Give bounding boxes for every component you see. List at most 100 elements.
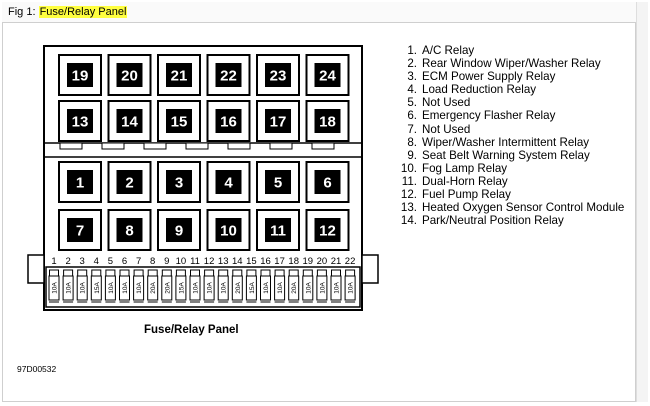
relay-slot: 13 (58, 100, 102, 142)
relay-number: 24 (319, 68, 336, 85)
fuse-cap (63, 269, 74, 277)
legend-text: Fog Lamp Relay (422, 161, 508, 175)
fuse-body (316, 275, 328, 301)
fuse: 10A (119, 269, 130, 303)
relay-label-box (67, 170, 93, 194)
fuse: 10A (344, 269, 356, 303)
figure-prefix: Fig 1: (8, 6, 36, 18)
relay-number: 18 (319, 114, 336, 131)
relay-label-box (67, 63, 93, 87)
relay-label-box (265, 63, 291, 87)
relay-label-box (116, 170, 143, 194)
fuse-cap (218, 269, 229, 277)
fuse-rating: 10A (207, 282, 214, 294)
fuse-rating: 10A (277, 282, 284, 294)
fuse-rating: 15A (178, 282, 185, 294)
legend-number: 8. (407, 135, 417, 149)
relay-slot: 3 (157, 161, 201, 203)
relay-label-box (215, 218, 242, 242)
legend-item: 7.Not Used (392, 123, 624, 136)
fuse-body (203, 275, 215, 301)
fuse-rating: 10A (136, 282, 143, 294)
legend-number: 5. (407, 96, 417, 110)
legend-item: 13.Heated Oxygen Sensor Control Module (392, 201, 624, 214)
fuse: 10A (62, 269, 74, 303)
legend-number: 7. (407, 122, 417, 136)
legend-number: 3. (407, 70, 417, 84)
fuse-body (330, 275, 342, 301)
fuse-cap (133, 269, 144, 277)
fuse: 10A (274, 269, 286, 303)
legend-text: Load Reduction Relay (422, 83, 537, 97)
fuse-rating: 15A (249, 282, 256, 294)
fuse-cap (175, 269, 186, 277)
fuse: 15A (90, 269, 102, 303)
fuse-rating: 10A (66, 282, 73, 294)
fuse: 20A (161, 269, 173, 303)
left-mount-tab (27, 254, 45, 284)
legend-text: Not Used (422, 96, 471, 110)
fuse-cap (246, 269, 257, 277)
relay-slot: 5 (256, 161, 300, 203)
relay-slot: 6 (305, 161, 350, 203)
fuse-cap (345, 269, 356, 277)
fuse: 10A (133, 269, 145, 303)
fuse-number: 14 (232, 256, 243, 267)
divider-notch (143, 142, 167, 150)
relay-socket (305, 209, 350, 251)
relay-slot: 22 (206, 54, 251, 96)
fuse-body (147, 275, 159, 301)
divider-notch (185, 142, 209, 150)
fuse-rating: 20A (150, 282, 157, 294)
fuse-rating: 10A (108, 282, 115, 294)
relay-label-box (314, 218, 341, 242)
legend-number: 9. (407, 148, 417, 162)
fuse-number: 11 (190, 256, 200, 267)
legend-item: 4.Load Reduction Relay (392, 83, 624, 96)
relay-label-box (215, 63, 242, 87)
fuse-number: 1 (51, 256, 56, 267)
divider-notch (311, 142, 335, 150)
fuse-number: 6 (122, 256, 127, 267)
fuse-cap (331, 269, 341, 277)
fuse-number: 2 (65, 256, 70, 267)
fuse-rating: 10A (334, 282, 341, 294)
legend-item: 2.Rear Window Wiper/Washer Relay (392, 57, 624, 70)
fuse-body (48, 275, 60, 301)
fuse: 10A (104, 269, 116, 303)
relay-number: 13 (72, 114, 89, 131)
legend-number: 2. (407, 57, 417, 71)
fuse: 10A (260, 269, 271, 303)
legend-number: 11. (401, 174, 417, 188)
legend-item: 10. Fog Lamp Relay (392, 162, 624, 175)
relay-label-box (166, 109, 192, 133)
legend-text: Fuel Pump Relay (422, 188, 511, 202)
fuse: 10A (203, 269, 215, 303)
legend-item: 1.A/C Relay (392, 44, 624, 57)
fuse: 10A (76, 269, 88, 303)
relay-label-box (67, 218, 93, 242)
relay-slot: 14 (107, 100, 152, 142)
panel-caption: Fuse/Relay Panel (144, 324, 239, 336)
fuse: 10A (302, 269, 314, 303)
relay-slot: 2 (107, 161, 152, 203)
fuse-number: 15 (246, 256, 257, 267)
legend-item: 11. Dual-Horn Relay (392, 175, 624, 188)
fuse-cap (49, 269, 59, 277)
relay-slot: 16 (206, 100, 251, 142)
fuse-cap (260, 269, 271, 277)
legend-text: Dual-Horn Relay (422, 174, 508, 188)
relay-label-box (166, 218, 192, 242)
fuse: 10A (217, 269, 229, 303)
divider-notches (59, 142, 335, 150)
fuse-cap (91, 269, 102, 277)
fuse-cap (288, 269, 299, 277)
fuse-body (175, 275, 187, 301)
relay-label-box (116, 218, 143, 242)
fuse-body (133, 275, 145, 301)
legend-number: 10. (400, 161, 417, 175)
fuse-rating: 10A (221, 282, 228, 294)
vertical-scrollbar[interactable] (636, 2, 648, 402)
fuse-number: 18 (288, 256, 299, 267)
